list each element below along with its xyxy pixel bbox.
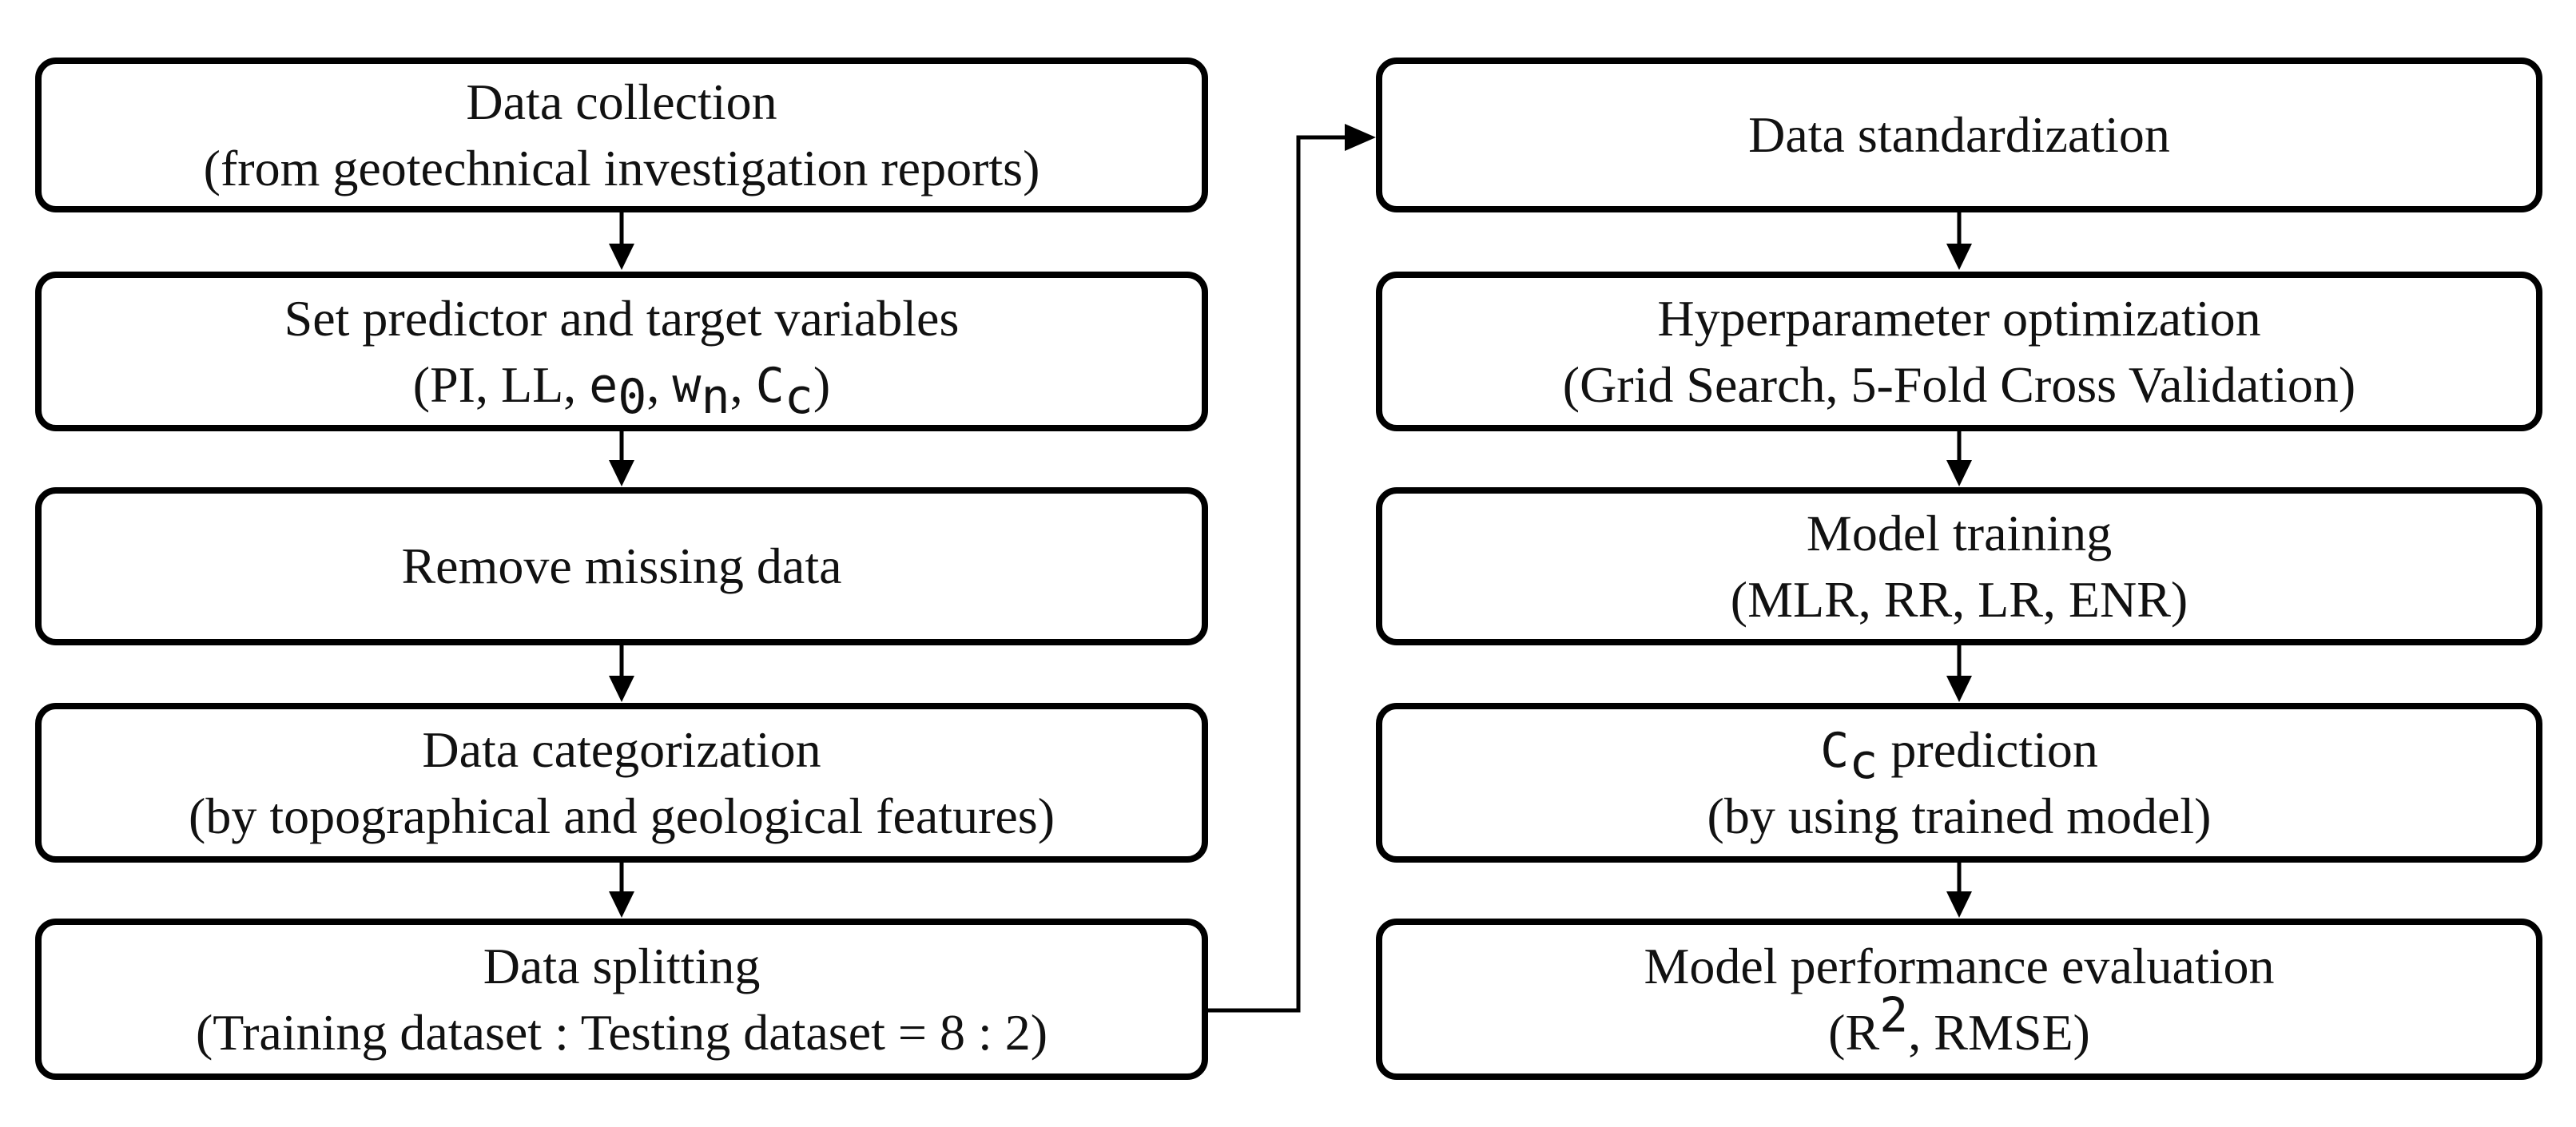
var-w: w	[672, 358, 702, 414]
box-title: Set predictor and target variables	[284, 289, 960, 347]
box-title: Model performance evaluation	[1644, 937, 2275, 994]
box-remove-missing: Remove missing data	[35, 487, 1208, 645]
box-title: Hyperparameter optimization	[1657, 289, 2261, 347]
box-title: Data splitting	[483, 937, 761, 994]
text-part: prediction	[1878, 720, 2098, 778]
arrowhead-right-1	[1345, 124, 1376, 151]
arrowhead-left-3	[609, 460, 634, 486]
elbow-connector	[1207, 135, 1350, 1013]
var-c-sub: c	[784, 368, 813, 425]
superscript: 2	[1879, 987, 1909, 1044]
arrowhead-right-2	[1946, 244, 1972, 270]
var-e: e	[589, 358, 618, 414]
box-cc-prediction: Cc prediction (by using trained model)	[1376, 703, 2542, 863]
box-data-categorization: Data categorization (by topographical an…	[35, 703, 1208, 863]
text-part: (PI, LL,	[412, 356, 590, 413]
box-hyperparameter-optimization: Hyperparameter optimization (Grid Search…	[1376, 272, 2542, 431]
box-subtitle: (R2, RMSE)	[1828, 992, 2090, 1065]
box-set-variables: Set predictor and target variables (PI, …	[35, 272, 1208, 431]
arrowhead-left-5	[609, 891, 634, 918]
box-title: Remove missing data	[401, 538, 842, 595]
var-c-sub: c	[1849, 733, 1878, 790]
box-title: Data collection	[466, 73, 777, 130]
var-e-sub: 0	[618, 368, 647, 425]
arrowhead-left-2	[609, 244, 634, 270]
box-subtitle: (PI, LL, e0, wn, Cc)	[412, 351, 831, 421]
box-subtitle: (Grid Search, 5-Fold Cross Validation)	[1562, 356, 2356, 413]
box-title: Data categorization	[422, 720, 821, 778]
text-part: ,	[646, 356, 673, 413]
arrowhead-right-4	[1946, 676, 1972, 702]
box-subtitle: (Training dataset : Testing dataset = 8 …	[195, 1004, 1048, 1061]
arrowhead-right-3	[1946, 460, 1972, 486]
arrowhead-left-4	[609, 676, 634, 702]
box-data-collection: Data collection (from geotechnical inves…	[35, 58, 1208, 212]
box-subtitle: (by using trained model)	[1707, 788, 2212, 844]
var-w-sub: n	[701, 368, 730, 425]
box-data-standardization: Data standardization	[1376, 58, 2542, 212]
box-title: Data standardization	[1748, 106, 2170, 164]
var-c: C	[1820, 722, 1850, 779]
text-part: , RMSE)	[1908, 1004, 2090, 1061]
box-model-training: Model training (MLR, RR, LR, ENR)	[1376, 487, 2542, 645]
text-part: (R	[1828, 1004, 1880, 1061]
box-subtitle: (from geotechnical investigation reports…	[203, 140, 1040, 196]
text-part: )	[813, 356, 831, 413]
arrowhead-right-5	[1946, 891, 1972, 918]
text-part: ,	[729, 356, 756, 413]
box-model-evaluation: Model performance evaluation (R2, RMSE)	[1376, 919, 2542, 1080]
box-title: Model training	[1806, 504, 2113, 562]
var-c: C	[755, 358, 785, 414]
box-subtitle: (by topographical and geological feature…	[189, 788, 1055, 844]
box-data-splitting: Data splitting (Training dataset : Testi…	[35, 919, 1208, 1080]
box-title: Cc prediction	[1820, 716, 2098, 786]
box-subtitle: (MLR, RR, LR, ENR)	[1730, 571, 2188, 628]
